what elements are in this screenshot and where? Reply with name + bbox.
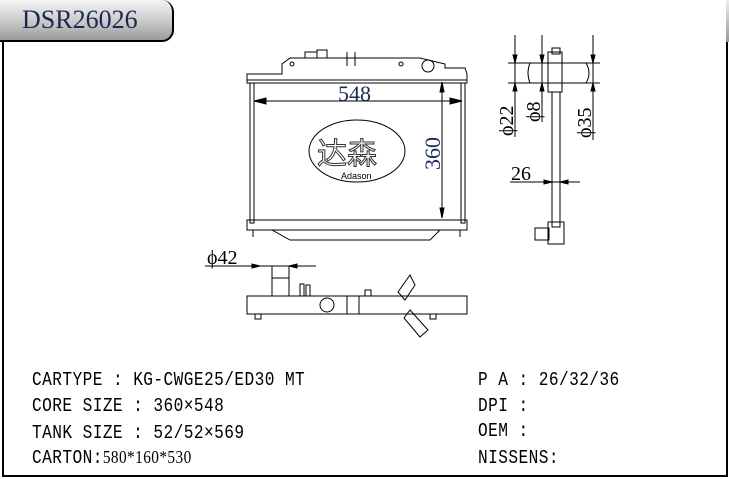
dim-thickness: 26 [511,163,531,185]
logo-chinese: 达森 [317,138,377,171]
dim-d22: ϕ22 [496,105,518,136]
spec-pa: P A : 26/32/36 [478,369,620,391]
spec-oem: OEM : [478,420,539,442]
part-number-tab: DSR26026 [0,0,174,42]
side-view [508,35,600,245]
spec-carton: CARTON:580*160*530 [32,447,192,469]
spec-tank-size: TANK SIZE : 52/52×569 [32,422,245,444]
width-dimension: 548 [338,81,371,106]
height-dimension: 360 [420,137,445,170]
tab-edge [726,0,729,42]
part-number: DSR26026 [22,5,138,34]
bottom-view [205,263,468,338]
spec-nissens: NISSENS: [478,447,559,469]
spec-dpi: DPI : [478,395,539,417]
spec-core-size: CORE SIZE : 360×548 [32,395,225,417]
dim-d8: ϕ8 [523,101,545,122]
dim-d42: ϕ42 [207,247,238,269]
front-view [246,49,468,241]
spec-cartype: CARTYPE : KG-CWGE25/ED30 MT [32,369,306,391]
dim-d35: ϕ35 [574,107,596,138]
logo-brand: Adason [341,171,372,181]
